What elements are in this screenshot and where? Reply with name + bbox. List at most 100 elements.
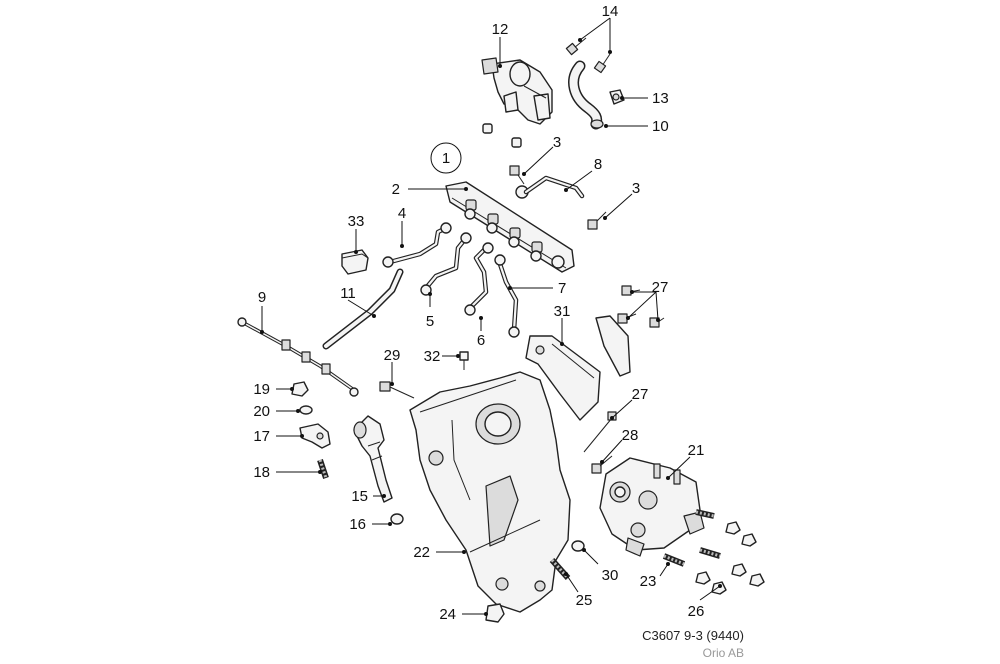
callout-34: 33	[348, 213, 365, 254]
callout-12-label: 12	[492, 21, 509, 38]
small-plugs	[482, 123, 522, 148]
callout-30: 29	[384, 347, 401, 386]
part-20-washer	[299, 405, 313, 415]
callout-15-label: 15	[351, 488, 368, 505]
callout-32: 31	[554, 303, 571, 346]
part-2-fuel-rail	[445, 181, 575, 273]
part-19-nut	[291, 381, 309, 397]
figure-credit: Orio AB	[703, 646, 744, 660]
part-23-studs	[662, 509, 721, 567]
part-34-block	[341, 249, 369, 275]
callout-17-label: 17	[253, 428, 270, 445]
callout-34-label: 33	[348, 213, 365, 230]
callout-4: 4	[398, 205, 406, 248]
callout-31: 30	[582, 548, 618, 584]
callout-6: 6	[477, 316, 485, 349]
callout-23-label: 23	[640, 573, 657, 590]
callout-26: 26	[688, 584, 722, 620]
callout-18: 18	[253, 464, 322, 481]
figure-code: C3607 9-3 (9440)	[642, 628, 744, 643]
callout-5: 5	[426, 292, 434, 330]
part-24-nut	[485, 603, 505, 623]
callout-16-label: 16	[349, 516, 366, 533]
part-15-injector	[353, 415, 393, 503]
callout-29-label: 28	[622, 427, 639, 444]
part-8-pipe	[515, 175, 585, 199]
callout-32-label: 31	[554, 303, 571, 320]
callout-9-label: 9	[258, 289, 266, 306]
callout-18-label: 18	[253, 464, 270, 481]
part-9-leakoff-line	[237, 317, 359, 397]
callout-12: 12	[492, 21, 509, 68]
callout-8: 8	[564, 156, 602, 192]
injection-pipes	[382, 222, 520, 338]
part-17-clamp	[299, 423, 331, 449]
part-10-hose	[568, 60, 604, 130]
part-13-clamp	[609, 89, 625, 105]
callout-10-label: 10	[652, 118, 669, 135]
callout-4-label: 4	[398, 205, 406, 222]
callout-13-label: 13	[652, 90, 669, 107]
callout-24-label: 24	[439, 606, 456, 623]
callout-5-label: 5	[426, 313, 434, 330]
callout-9: 9	[258, 289, 266, 334]
callout-14-label: 14	[602, 3, 619, 20]
callout-21: 21	[666, 442, 704, 480]
callout-7: 7	[508, 280, 566, 297]
callout-16: 16	[349, 516, 392, 533]
part-28-bracket	[595, 285, 665, 377]
callout-33-label: 32	[424, 348, 441, 365]
callout-3b-label: 3	[632, 180, 640, 197]
callout-14: 14	[578, 3, 618, 54]
part-21-pump	[599, 457, 705, 557]
part-11-return-hose	[322, 268, 404, 350]
callout-22: 22	[413, 544, 466, 561]
callout-29: 28	[600, 427, 638, 464]
part-30-bolt	[379, 381, 415, 399]
callout-19: 19	[253, 381, 294, 398]
part-32-bracket	[525, 335, 601, 421]
callout-27: 27	[610, 386, 648, 420]
callout-26-label: 26	[688, 603, 705, 620]
callout-27-label: 27	[632, 386, 649, 403]
callout-21-label: 21	[688, 442, 705, 459]
part-33-sensor	[459, 351, 469, 370]
part-26-nuts	[695, 521, 765, 595]
callout-20: 20	[253, 403, 300, 420]
part-3-screw-lower	[587, 211, 607, 230]
callout-31-label: 30	[602, 567, 619, 584]
callout-8-label: 8	[594, 156, 602, 173]
callout-22-label: 22	[413, 544, 430, 561]
part-14-bolts	[565, 37, 611, 74]
callout-28: 27	[626, 279, 668, 322]
callout-1: 1	[430, 142, 462, 174]
part-18-stud	[317, 459, 329, 479]
callout-25: 25	[564, 572, 592, 609]
callout-3a: 3	[522, 134, 561, 176]
callout-3b: 3	[603, 180, 640, 220]
part-12-housing	[481, 57, 553, 125]
callout-19-label: 19	[253, 381, 270, 398]
callout-20-label: 20	[253, 403, 270, 420]
part-22-cover	[409, 371, 571, 613]
callout-7-label: 7	[558, 280, 566, 297]
part-29-bolt	[591, 455, 613, 474]
callout-15: 15	[351, 488, 386, 505]
callout-6-label: 6	[477, 332, 485, 349]
callout-25-label: 25	[576, 592, 593, 609]
callout-3a-label: 3	[553, 134, 561, 151]
part-31-plug	[571, 540, 585, 552]
part-16-seal	[390, 513, 404, 525]
callout-24: 24	[439, 606, 488, 623]
callout-33: 32	[424, 348, 460, 365]
callout-30-label: 29	[384, 347, 401, 364]
callout-2: 2	[392, 181, 468, 198]
part-3-screw-upper	[509, 165, 525, 185]
callout-10: 10	[604, 118, 669, 135]
callout-2-label: 2	[392, 181, 400, 198]
callout-11: 11	[340, 285, 376, 318]
callout-13: 13	[620, 90, 669, 107]
callout-1-label: 1	[442, 150, 450, 167]
callout-23: 23	[640, 562, 670, 590]
